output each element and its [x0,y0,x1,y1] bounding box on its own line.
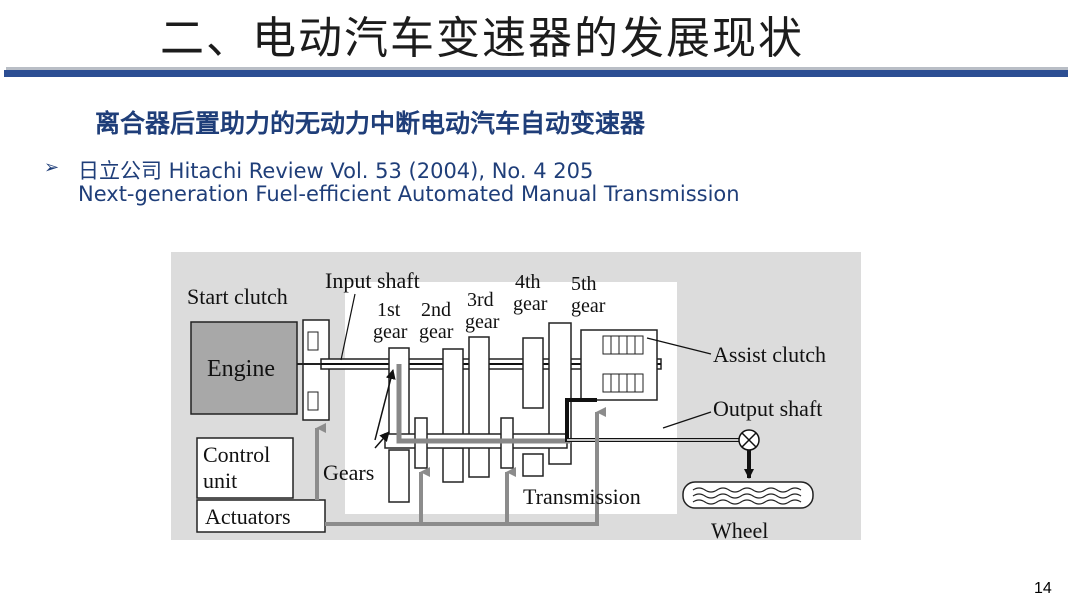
page-number: 14 [1034,580,1052,597]
engine-block [190,321,298,415]
gear-1st-output [388,449,410,503]
gear-5th-label-line2: gear [571,295,606,317]
gears-label: Gears [323,460,374,485]
gear-2nd-label-line1: 2nd [421,299,451,321]
actuators-box [196,499,326,533]
control-unit-label-line1: Control [203,442,270,467]
assist-clutch-label: Assist clutch [713,342,826,367]
differential-x [741,432,757,448]
power-flow-path [396,364,571,444]
title-underline-blue [4,70,1068,77]
output-shaft-leader [662,411,712,429]
start-clutch-plate-bottom [307,391,319,411]
control-unit-box [196,437,294,499]
gear-2nd-label-line2: gear [419,321,454,343]
input-shaft-label: Input shaft [325,268,420,293]
input-shaft-leader [340,293,356,361]
gear-4th-label-line1: 4th [515,271,541,293]
gear-4th-output [522,453,544,477]
gear-3rd-input [468,336,490,438]
transmission-label: Transmission [523,484,641,509]
assist-clutch-plates-bottom [602,373,644,393]
gear-3rd-label-line2: gear [465,311,500,333]
assist-clutch-leader [646,337,712,355]
engine-label: Engine [207,356,275,382]
gears-pointer-1 [374,369,396,441]
gear-3rd-output [468,446,490,478]
wheel-label: Wheel [711,518,768,540]
wheel [682,481,814,509]
gear-1st-label-line2: gear [373,321,408,343]
gear-3rd-label-line1: 3rd [467,289,494,311]
reference-line-1: 日立公司 Hitachi Review Vol. 53 (2004), No. … [78,159,594,183]
wheel-tread [692,487,802,505]
slide-title: 二、电动汽车变速器的发展现状 [160,13,804,64]
gear-2nd-output [442,447,464,483]
control-unit-label-line2: unit [203,468,237,493]
slide-subtitle: 离合器后置助力的无动力中断电动汽车自动变速器 [95,109,646,138]
actuators-label: Actuators [205,504,291,529]
bullet-arrow-icon: ➢ [44,157,60,178]
gear-1st-label-line1: 1st [377,299,401,321]
output-shaft-label: Output shaft [713,396,822,421]
gear-2nd-input [442,348,464,436]
title-underline-gray [6,67,1068,70]
gear-5th-label-line1: 5th [571,273,597,295]
gears-pointer-2 [374,431,390,449]
reference-line-2: Next-generation Fuel-efficient Automated… [78,182,740,206]
transmission-diagram: Engine Wheel Control unit [171,252,861,540]
assist-clutch-plates-top [602,335,644,355]
start-clutch-plate-top [307,331,319,351]
start-clutch-label: Start clutch [187,284,288,309]
gear-4th-input [522,337,544,409]
gear-4th-label-line2: gear [513,293,548,315]
